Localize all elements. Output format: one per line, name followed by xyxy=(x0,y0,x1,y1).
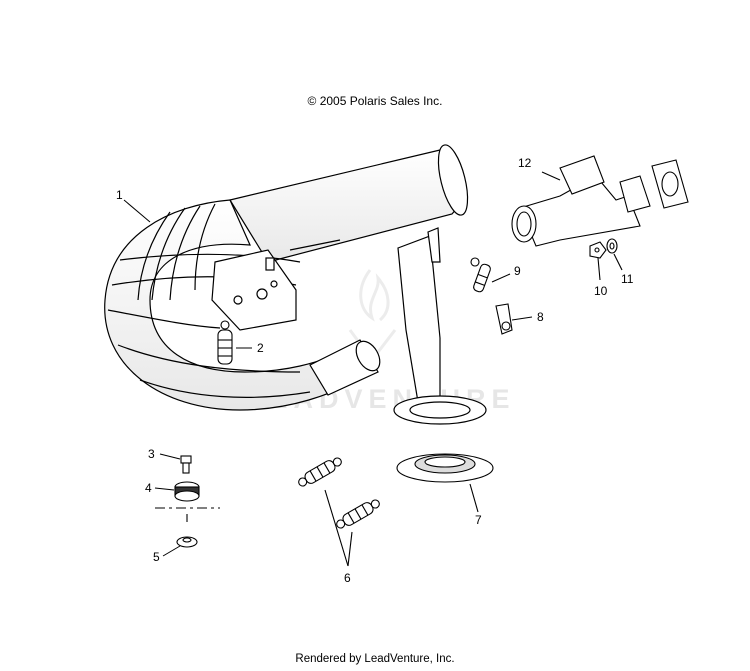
manifold-part-12 xyxy=(511,155,689,247)
callout-12: 12 xyxy=(518,156,532,170)
clamp-part-8 xyxy=(495,303,533,335)
callout-labels: 1 2 3 4 5 6 7 8 9 10 11 12 xyxy=(116,156,634,585)
callout-9: 9 xyxy=(514,264,521,278)
callout-10: 10 xyxy=(594,284,608,298)
copyright-notice: © 2005 Polaris Sales Inc. xyxy=(307,94,443,108)
spring-part-9 xyxy=(470,257,511,293)
muffler-assembly xyxy=(104,144,487,425)
nut-part-10 xyxy=(589,241,607,281)
bushing-part-4 xyxy=(155,481,220,522)
bolt-part-3 xyxy=(180,455,192,474)
springs-part-6 xyxy=(298,457,380,567)
callout-8: 8 xyxy=(537,310,544,324)
spring-part-2 xyxy=(217,320,233,365)
callout-5: 5 xyxy=(153,550,160,564)
callout-7: 7 xyxy=(475,513,482,527)
washer-part-11 xyxy=(606,238,623,271)
grommet-part-7 xyxy=(396,453,494,513)
callout-4: 4 xyxy=(145,481,152,495)
callout-6: 6 xyxy=(344,571,351,585)
nut-part-5 xyxy=(176,536,198,548)
callout-1: 1 xyxy=(116,188,123,202)
footer-credit: Rendered by LeadVenture, Inc. xyxy=(295,653,455,665)
callout-3: 3 xyxy=(148,447,155,461)
callout-11: 11 xyxy=(621,272,634,286)
callout-2: 2 xyxy=(257,341,264,355)
